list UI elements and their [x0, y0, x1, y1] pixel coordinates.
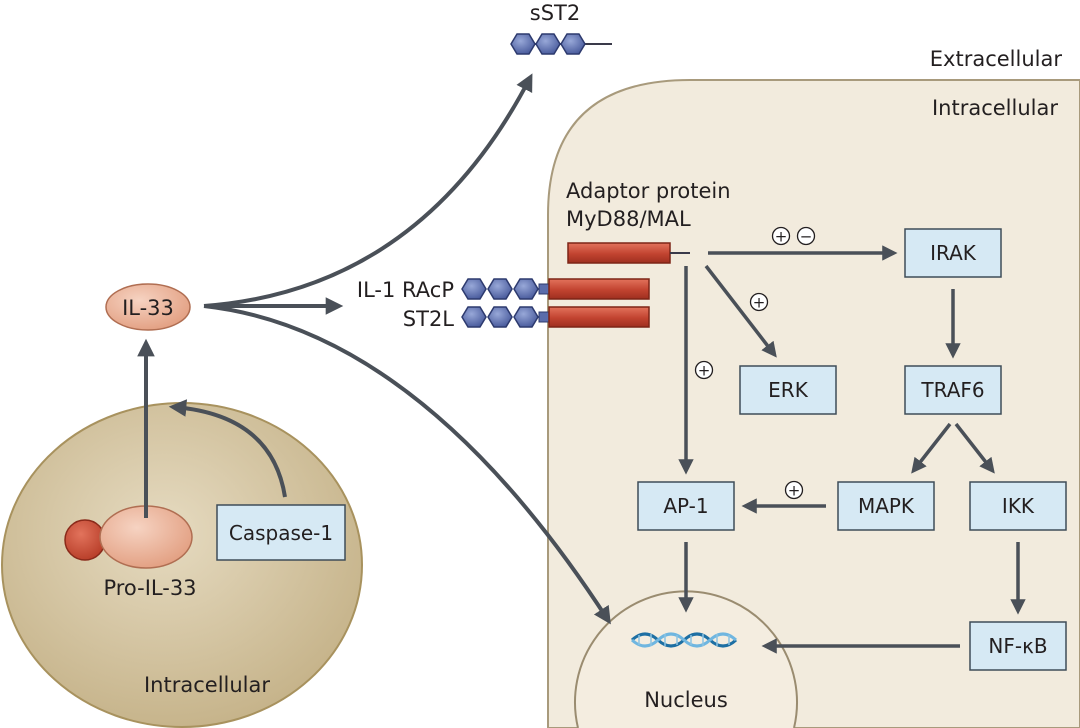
il33-molecule — [105, 283, 191, 331]
nucleus-label: Nucleus — [644, 688, 728, 712]
ap1-box — [637, 481, 735, 531]
irak-box — [904, 228, 1002, 278]
il33-label: IL-33 — [122, 296, 174, 320]
adaptor-protein-bar — [567, 242, 671, 264]
dna-helix-icon — [630, 632, 738, 648]
mapk-box — [837, 481, 935, 531]
st2l-receptor — [461, 306, 650, 328]
mapk-ap1-plus-sign: + — [784, 480, 804, 500]
nfkb-label: NF-κB — [988, 634, 1047, 658]
intracellular-label-left: Intracellular — [144, 673, 270, 697]
intracellular-label-right: Intracellular — [932, 96, 1058, 120]
svg-text:−: − — [800, 228, 813, 246]
pro-il33-label: Pro-IL-33 — [103, 576, 196, 600]
ikk-box — [969, 481, 1067, 531]
il33-to-sst2-arrow — [203, 73, 533, 308]
svg-text:+: + — [753, 294, 766, 312]
erk-plus-sign: + — [749, 292, 769, 312]
adaptor-label-line1: Adaptor protein — [566, 179, 731, 203]
mapk-label: MAPK — [858, 494, 915, 518]
ikk-label: IKK — [1002, 494, 1035, 518]
erk-box — [739, 365, 837, 415]
il33-to-nucleus-arrow — [203, 304, 611, 625]
svg-text:+: + — [698, 362, 711, 380]
svg-text:+: + — [788, 482, 801, 500]
irak-label: IRAK — [930, 241, 977, 265]
sst2-molecule — [510, 33, 612, 55]
adaptor-label-line2: MyD88/MAL — [566, 207, 691, 231]
traf6-to-mapk-arrow — [911, 422, 952, 474]
irak-minus-sign: − — [796, 226, 816, 246]
sst2-label: sST2 — [530, 1, 580, 25]
nfkb-box — [969, 621, 1067, 671]
caspase1-box — [216, 504, 346, 561]
erk-label: ERK — [768, 378, 809, 402]
il1racp-label: IL-1 RAcP — [357, 278, 454, 302]
traf6-box — [904, 365, 1002, 415]
caspase-cleavage-arrow — [168, 399, 287, 498]
il1racp-receptor — [461, 278, 650, 300]
traf6-label: TRAF6 — [920, 378, 984, 402]
st2l-label: ST2L — [403, 307, 455, 331]
irak-plus-sign: + — [771, 226, 791, 246]
svg-text:+: + — [775, 228, 788, 246]
ap1-label: AP-1 — [663, 494, 708, 518]
caspase1-label: Caspase-1 — [229, 521, 333, 545]
traf6-to-ikk-arrow — [954, 422, 995, 474]
extracellular-label: Extracellular — [930, 47, 1063, 71]
ap1-plus-sign: + — [694, 360, 714, 380]
pro-il33-molecule — [64, 505, 193, 569]
adaptor-to-erk-arrow — [704, 264, 777, 358]
